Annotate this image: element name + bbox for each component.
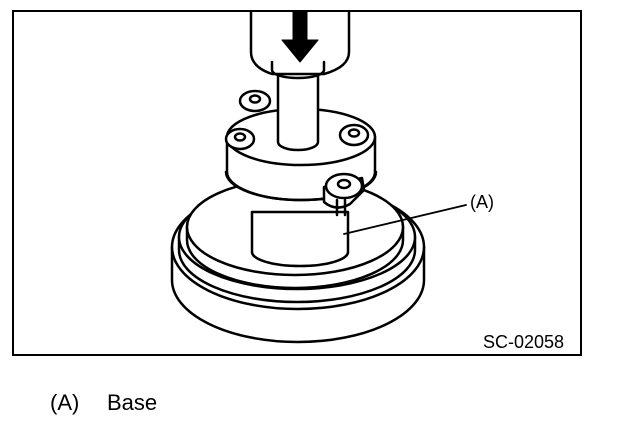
- bolt-lugs: [224, 89, 370, 217]
- caption-text: Base: [107, 390, 158, 415]
- press-tool-illustration: (A) SC-02058: [170, 12, 564, 352]
- clamp-collar: [224, 107, 378, 202]
- press-direction-arrow: [281, 12, 319, 63]
- callout-leader-line: [343, 204, 467, 235]
- figure-frame: (A) SC-02058: [12, 10, 582, 356]
- base-cylinder: [250, 210, 350, 268]
- press-shaft: [276, 58, 320, 152]
- figure-code: SC-02058: [483, 332, 564, 352]
- caption-label: (A): [50, 390, 80, 415]
- callout-label: (A): [470, 192, 494, 212]
- caption: (A) Base: [50, 390, 157, 416]
